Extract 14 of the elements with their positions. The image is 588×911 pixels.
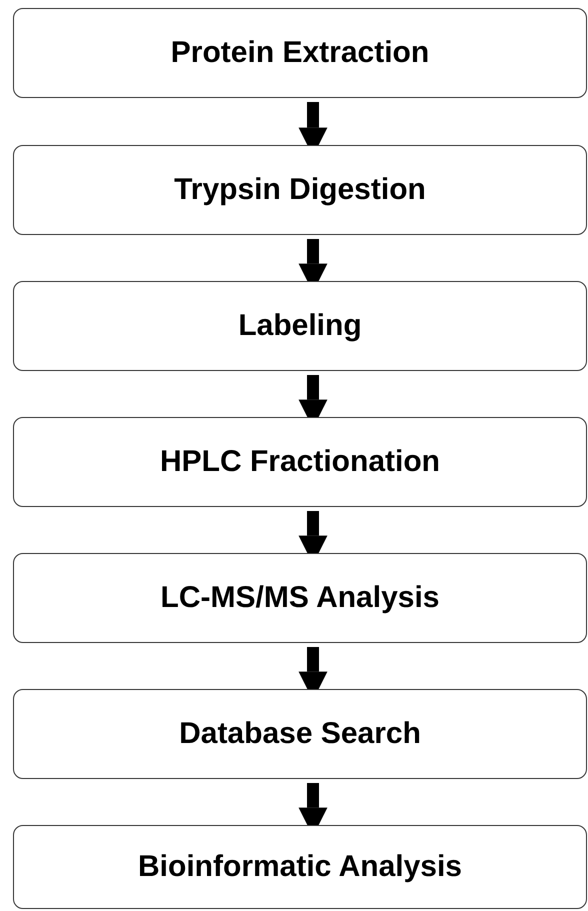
process-box (13, 553, 587, 643)
step-label: Trypsin Digestion (174, 173, 426, 207)
step-label: Protein Extraction (170, 36, 430, 70)
step-label: Database Search (179, 717, 421, 751)
process-box (13, 689, 587, 779)
process-box (13, 417, 587, 507)
process-box (13, 825, 587, 909)
step-label: Labeling (238, 309, 362, 343)
step-label: Bioinformatic Analysis (138, 850, 462, 884)
step-label: HPLC Fractionation (160, 445, 440, 479)
step-label: LC-MS/MS Analysis (160, 581, 440, 615)
process-box (13, 145, 587, 235)
process-box (13, 8, 587, 98)
process-box (13, 281, 587, 371)
